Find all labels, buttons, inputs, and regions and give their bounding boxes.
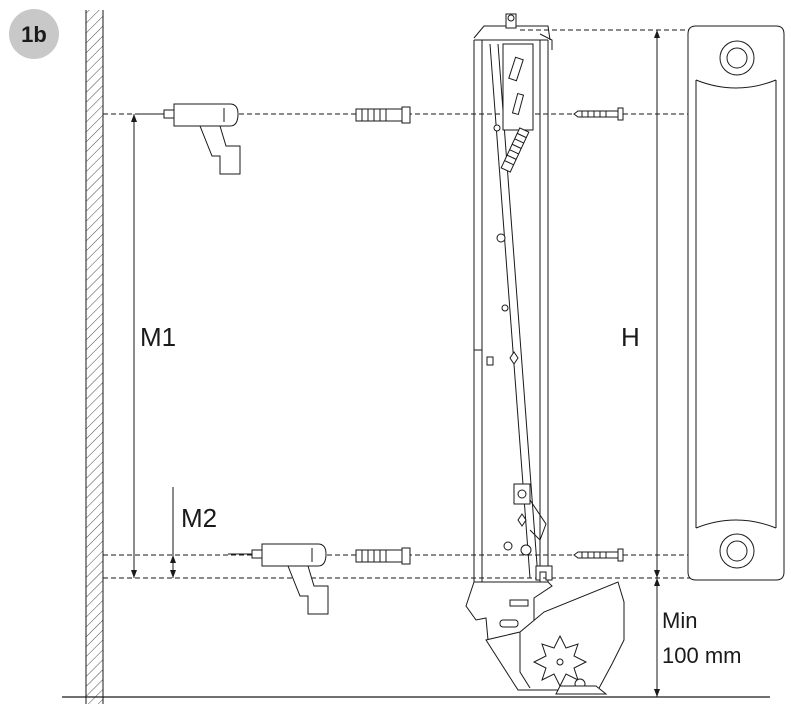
step-badge: 1b xyxy=(9,9,59,59)
wall xyxy=(85,10,104,704)
step-badge-label: 1b xyxy=(21,22,47,47)
h-label: H xyxy=(621,322,640,352)
h-dimension: H xyxy=(621,30,660,578)
wall-plug-icon xyxy=(355,106,411,124)
wall-hatch xyxy=(86,10,103,704)
step-badge-circle xyxy=(9,9,59,59)
screw-icon xyxy=(573,107,624,121)
m2-label: M2 xyxy=(181,503,217,533)
m1-label: M1 xyxy=(140,322,176,352)
min-clearance-dimension: Min 100 mm xyxy=(654,578,741,697)
m1-dimension: M1 xyxy=(131,114,176,578)
drill-icon xyxy=(140,103,241,175)
bracket xyxy=(465,13,625,695)
drill-icon xyxy=(228,543,329,615)
min-distance-label: 100 mm xyxy=(662,643,741,668)
m2-dimension: M2 xyxy=(170,487,217,578)
radiator xyxy=(687,25,785,581)
wall-plug-icon xyxy=(355,547,411,565)
min-label: Min xyxy=(662,608,697,633)
screw-icon xyxy=(573,548,624,562)
